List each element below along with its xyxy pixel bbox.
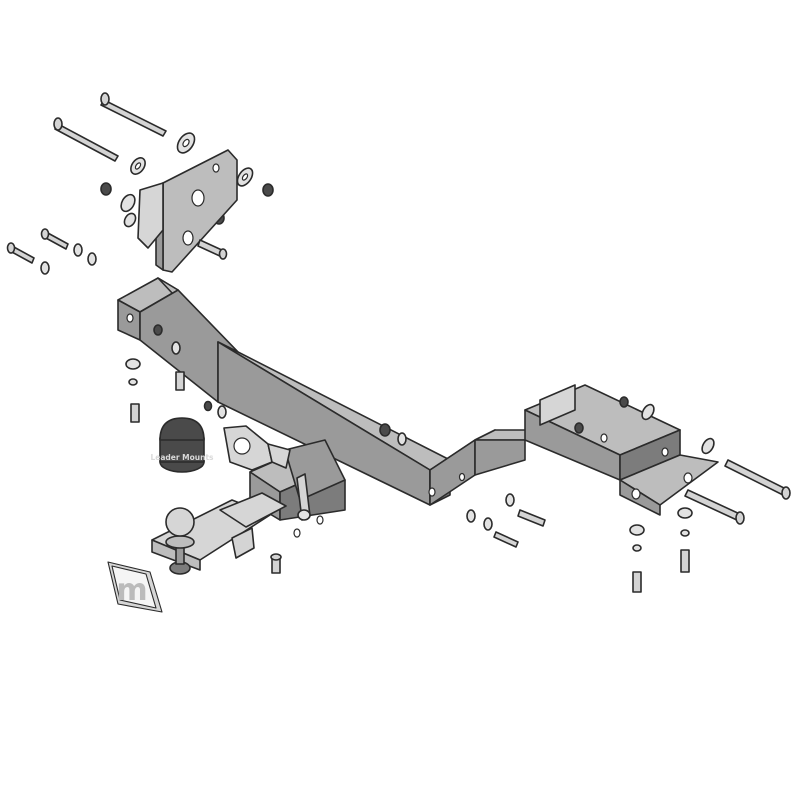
washer-left-1 [40,243,97,275]
washer-top-2 [130,157,146,175]
hardware-right-lower [629,507,693,593]
long-bolt-right-2 [684,489,745,525]
washers-right-bracket-top [574,396,715,455]
upper-left-bracket [120,149,238,273]
main-cross-beam [117,277,546,506]
washer-top-1 [176,132,196,154]
socket-cap-label: Leader Mounts [150,453,214,462]
long-bolt-top-left-1 [100,92,167,137]
bolt-left-1 [40,228,69,250]
bolt-left-2 [6,242,35,264]
tow-ball [165,507,195,575]
bolt-under-receiver [270,553,282,574]
right-bracket [524,384,719,516]
brand-logo: m [107,561,163,613]
long-bolt-top-left-2 [53,117,119,162]
logo-letter: m [116,573,147,608]
long-bolt-right-1 [724,459,791,500]
electrical-socket-cap: Leader Mounts [150,417,214,473]
nut-top-1 [100,182,112,196]
washer-top-3 [236,167,254,187]
hardware-mid-lower [379,423,546,548]
hitch-pin [296,473,311,521]
nut-top-2 [262,183,274,197]
hardware-left-lower [125,324,227,423]
bolt-upper-bracket [197,239,228,260]
socket-plate [223,425,291,471]
